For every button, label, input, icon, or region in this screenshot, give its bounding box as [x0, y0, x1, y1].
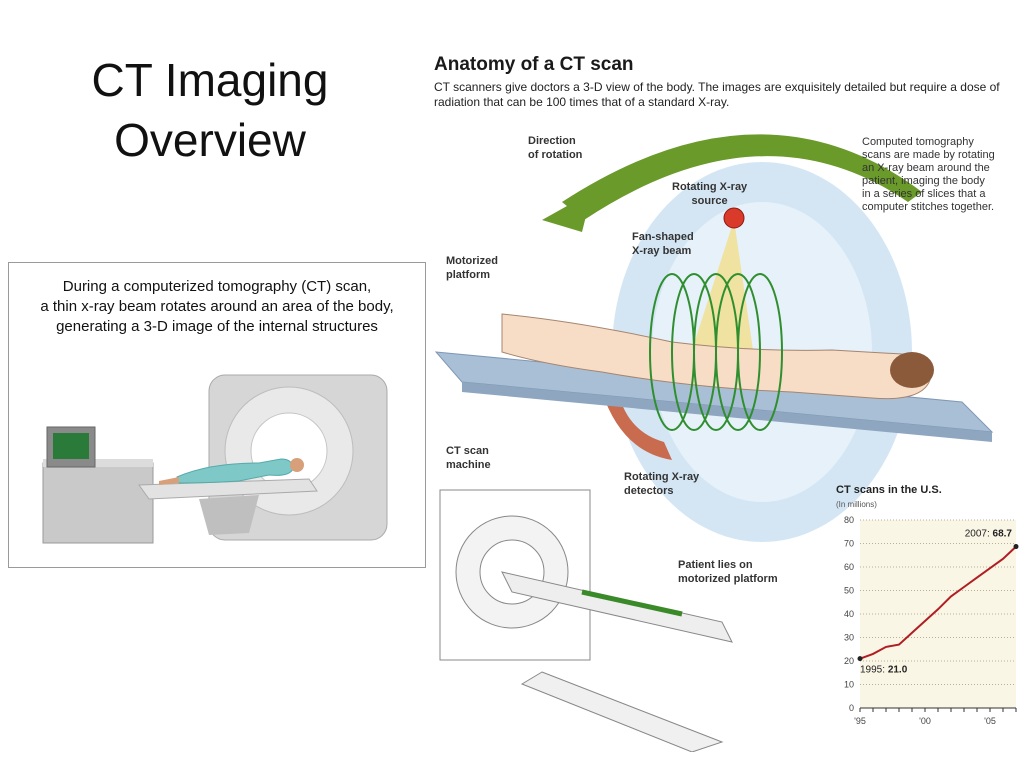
scan-rings	[649, 273, 783, 431]
label-platform: Motorized platform	[446, 255, 498, 281]
ct-machine-photo	[42, 374, 388, 544]
chart-y-tick-label: 60	[844, 562, 854, 572]
chart-data-label: 1995: 21.0	[860, 665, 908, 676]
infographic-note: Computed tomography scans are made by ro…	[862, 136, 995, 213]
chart-y-tick-label: 30	[844, 633, 854, 643]
ct-photo-panel: During a computerized tomography (CT) sc…	[8, 262, 426, 568]
ct-scan-illustration	[434, 134, 994, 752]
chart-y-tick-label: 70	[844, 539, 854, 549]
label-source: Rotating X-ray source	[672, 181, 748, 207]
chart-x-tick-label: '95	[854, 716, 866, 726]
chart-y-tick-label: 20	[844, 656, 854, 666]
infographic-title: Anatomy of a CT scan	[434, 54, 634, 75]
label-beam: Fan-shaped X-ray beam	[632, 231, 694, 257]
chart-y-tick-label: 0	[849, 703, 854, 713]
chart-y-tick-label: 50	[844, 586, 854, 596]
chart-x-tick-label: '00	[919, 716, 931, 726]
chart-subtitle: (In millions)	[836, 500, 877, 509]
infographic-subtitle: CT scanners give doctors a 3-D view of t…	[434, 80, 1000, 109]
slide-title-line2: Overview	[114, 114, 306, 166]
chart-title: CT scans in the U.S.	[836, 484, 942, 496]
chart-data-label: 2007: 68.7	[965, 529, 1013, 540]
chart-series-line	[859, 545, 1017, 660]
slide-title: CT Imaging Overview	[60, 50, 360, 170]
chart-y-tick-label: 80	[844, 515, 854, 525]
label-direction: Direction of rotation	[528, 135, 583, 161]
label-machine: CT scan machine	[446, 445, 491, 471]
ct-anatomy-infographic: Anatomy of a CT scan CT scanners give do…	[432, 52, 1024, 752]
xray-source-icon	[723, 207, 745, 229]
chart-point	[857, 656, 863, 662]
photo-caption-line3: generating a 3-D image of the internal s…	[56, 318, 378, 335]
photo-caption-line1: During a computerized tomography (CT) sc…	[62, 278, 372, 295]
photo-caption-line2: a thin x-ray beam rotates around an area…	[40, 298, 394, 315]
chart-y-tick-label: 40	[844, 609, 854, 619]
chart-x-tick-label: '05	[984, 716, 996, 726]
chart-point	[1013, 544, 1019, 550]
photo-caption: During a computerized tomography (CT) sc…	[9, 277, 425, 337]
ct-scans-line-chart: 0 10 20 30 40 50 60 70 80 '95 '00 '05 1995: 21.0 2007…	[844, 515, 1019, 726]
rotation-arrow-icon	[562, 134, 922, 220]
chart-y-tick-label: 10	[844, 680, 854, 690]
slide-title-line1: CT Imaging	[91, 54, 329, 106]
label-detectors: Rotating X-ray detectors	[624, 471, 700, 497]
label-patient: Patient lies on motorized platform	[678, 559, 778, 585]
